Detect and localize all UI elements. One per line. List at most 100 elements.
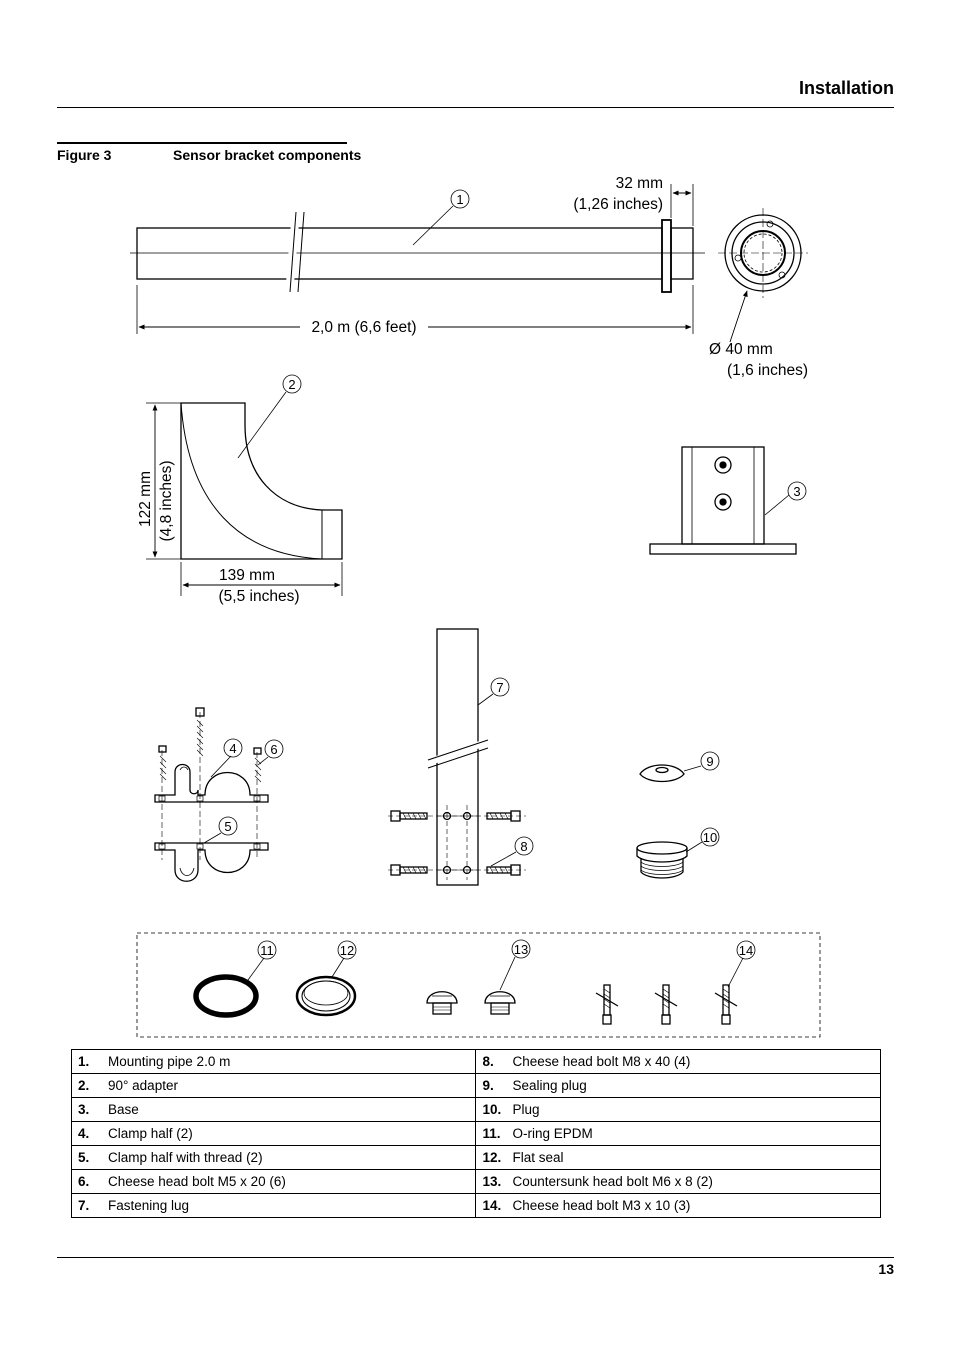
item-number: 12. bbox=[482, 1150, 502, 1165]
item-number: 7. bbox=[78, 1198, 90, 1213]
item-description: Base bbox=[108, 1102, 139, 1117]
callout-5: 5 bbox=[224, 819, 231, 834]
callout-8: 8 bbox=[520, 839, 527, 854]
footer-rule bbox=[57, 1257, 894, 1258]
callout-7-circle bbox=[490, 677, 510, 697]
callout-14-circle bbox=[736, 940, 756, 960]
callout-9-circle bbox=[700, 751, 720, 771]
plug bbox=[636, 841, 688, 879]
table-cell: 7. Fastening lug bbox=[70, 1193, 477, 1218]
callout-10-circle bbox=[700, 827, 720, 847]
mounting-pipe bbox=[130, 209, 705, 297]
countersunk-head-bolts-m6 bbox=[426, 991, 516, 1015]
table-cell: 9. Sealing plug bbox=[475, 1073, 881, 1098]
table-cell: 6. Cheese head bolt M5 x 20 (6) bbox=[70, 1169, 477, 1194]
header-rule bbox=[57, 107, 894, 108]
callout-1: 1 bbox=[456, 192, 463, 207]
parts-table-body: 1. Mounting pipe 2.0 m 8. Cheese head bolt … bbox=[70, 1049, 881, 1218]
item-description: Cheese head bolt M8 x 40 (4) bbox=[512, 1054, 691, 1069]
table-cell: 12. Flat seal bbox=[475, 1145, 881, 1170]
table-cell: 8. Cheese head bolt M8 x 40 (4) bbox=[475, 1049, 881, 1074]
figure-title: Sensor bracket components bbox=[173, 147, 362, 163]
table-cell: 5. Clamp half with thread (2) bbox=[70, 1145, 477, 1170]
item-description: Clamp half (2) bbox=[108, 1126, 193, 1141]
item-description: Cheese head bolt M5 x 20 (6) bbox=[108, 1174, 286, 1189]
small-parts-box bbox=[136, 932, 821, 1038]
adapter-width-dim-mm: 139 mm bbox=[219, 567, 275, 584]
pipe-diameter-dim-in: (1,6 inches) bbox=[727, 362, 808, 379]
table-cell: 1. Mounting pipe 2.0 m bbox=[70, 1049, 477, 1074]
table-cell: 3.Base bbox=[70, 1097, 477, 1122]
item-description: Flat seal bbox=[512, 1150, 564, 1165]
base bbox=[649, 446, 797, 555]
table-row: 6. Cheese head bolt M5 x 20 (6) 13.Counter… bbox=[70, 1169, 881, 1194]
callout-2-circle bbox=[282, 374, 302, 394]
pipe-length-dim: 2,0 m (6,6 feet) bbox=[311, 319, 416, 336]
item-number: 8. bbox=[482, 1054, 494, 1069]
90-degree-adapter bbox=[180, 402, 343, 560]
adapter-height-dim-mm: 122 mm bbox=[137, 471, 154, 527]
item-number: 1. bbox=[78, 1054, 90, 1069]
table-row: 1. Mounting pipe 2.0 m 8. Cheese head bolt … bbox=[70, 1049, 881, 1074]
item-description: Clamp half with thread (2) bbox=[108, 1150, 263, 1165]
callout-circles bbox=[218, 189, 807, 960]
item-number: 13. bbox=[482, 1174, 502, 1189]
callout-11-circle bbox=[257, 940, 277, 960]
table-cell: 10. Plug bbox=[475, 1097, 881, 1122]
pipe-end-view bbox=[718, 208, 808, 298]
table-row: 7. Fastening lug 14. Cheese head bolt M3 x … bbox=[70, 1193, 881, 1218]
callout-3-circle bbox=[787, 481, 807, 501]
item-number: 5. bbox=[78, 1150, 90, 1165]
flange-dim-in: (1,26 inches) bbox=[573, 196, 663, 213]
figure-rule bbox=[57, 142, 347, 144]
pipe-diameter-dim-mm: Ø 40 mm bbox=[709, 341, 773, 358]
table-row: 5. Clamp half with thread (2) 12. Flat seal bbox=[70, 1145, 881, 1170]
callout-9: 9 bbox=[706, 754, 713, 769]
callout-14: 14 bbox=[739, 943, 753, 958]
table-cell: 14. Cheese head bolt M3 x 10 (3) bbox=[475, 1193, 881, 1218]
callout-12: 12 bbox=[340, 943, 354, 958]
item-description: Fastening lug bbox=[108, 1198, 190, 1213]
item-description: Mounting pipe 2.0 m bbox=[108, 1054, 231, 1069]
cheese-head-bolts-m3 bbox=[595, 984, 738, 1025]
fastening-lug bbox=[424, 628, 492, 886]
clamp-assembly bbox=[154, 707, 269, 882]
callout-4: 4 bbox=[229, 741, 236, 756]
item-description: Cheese head bolt M3 x 10 (3) bbox=[512, 1198, 691, 1213]
callout-13-circle bbox=[511, 939, 531, 959]
callout-4-circle bbox=[223, 738, 243, 758]
dimension-labels: 32 mm (1,26 inches) 2,0 m (6,6 feet) Ø 4… bbox=[137, 175, 808, 605]
item-description: 90° adapter bbox=[108, 1078, 178, 1093]
callout-7: 7 bbox=[496, 680, 503, 695]
section-title: Installation bbox=[798, 78, 894, 98]
item-number: 6. bbox=[78, 1174, 90, 1189]
adapter-width-dim-in: (5,5 inches) bbox=[219, 588, 300, 605]
callout-6-circle bbox=[264, 739, 284, 759]
table-row: 4. Clamp half (2) 11.O-ring EPDM bbox=[70, 1121, 881, 1146]
sealing-plug bbox=[639, 764, 685, 783]
item-number: 14. bbox=[482, 1198, 502, 1213]
item-number: 4. bbox=[78, 1126, 90, 1141]
item-number: 9. bbox=[482, 1078, 494, 1093]
item-number: 2. bbox=[78, 1078, 90, 1093]
item-description: Plug bbox=[512, 1102, 540, 1117]
item-description: Sealing plug bbox=[512, 1078, 587, 1093]
sensor-bracket-drawing: 1 2 3 4 5 6 7 8 9 10 11 12 13 14 32 mm (… bbox=[130, 175, 821, 1038]
table-cell: 13.Countersunk head bolt M6 x 8 (2) bbox=[475, 1169, 881, 1194]
item-number: 10. bbox=[482, 1102, 502, 1117]
item-description: O-ring EPDM bbox=[512, 1126, 593, 1141]
table-cell: 11.O-ring EPDM bbox=[475, 1121, 881, 1146]
table-row: 3.Base 10. Plug bbox=[70, 1097, 881, 1122]
flange-dim-mm: 32 mm bbox=[616, 175, 663, 192]
callout-6: 6 bbox=[270, 742, 277, 757]
parts-table: 1. Mounting pipe 2.0 m 8. Cheese head bolt … bbox=[70, 1049, 881, 1218]
callout-8-circle bbox=[514, 836, 534, 856]
callout-1-circle bbox=[450, 189, 470, 209]
adapter-height-dim-in: (4,8 inches) bbox=[158, 461, 175, 542]
table-cell: 4. Clamp half (2) bbox=[70, 1121, 477, 1146]
flat-seal bbox=[295, 975, 357, 1017]
callout-numbers: 1 2 3 4 5 6 7 8 9 10 11 12 13 14 bbox=[224, 192, 800, 958]
callout-5-circle bbox=[218, 816, 238, 836]
cheese-head-bolts-m8 bbox=[388, 810, 526, 876]
callout-2: 2 bbox=[288, 377, 295, 392]
